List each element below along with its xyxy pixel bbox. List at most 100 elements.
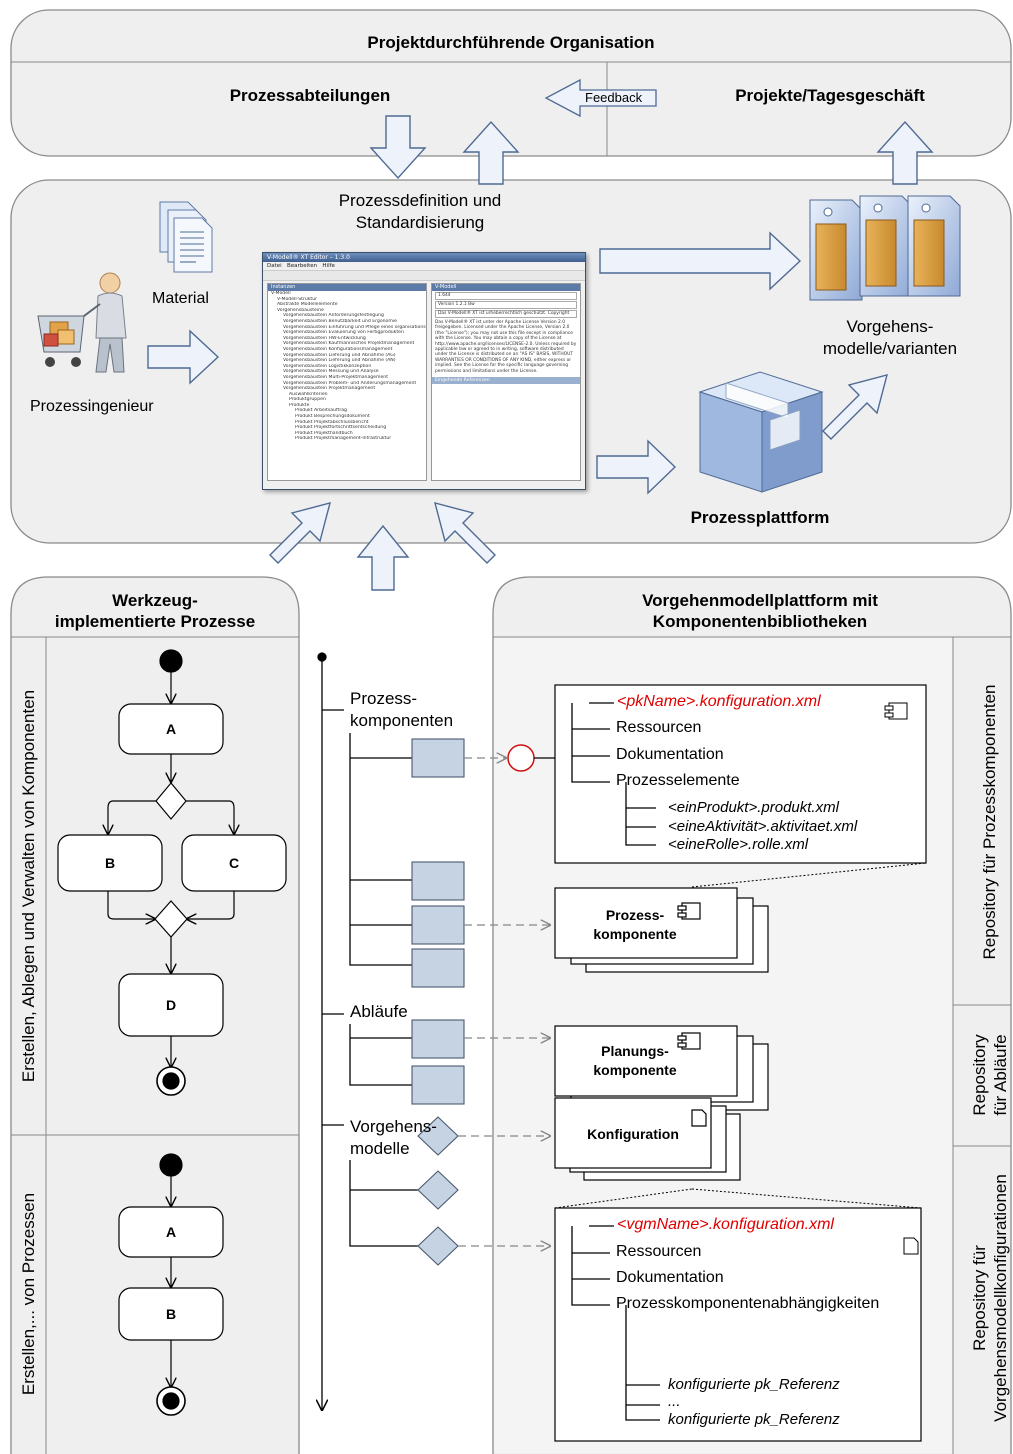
tree-node[interactable]: Produkt Besprechungsdokument [295,414,370,420]
tree-vm-line1: Vorgehens- [350,1117,437,1136]
pk-sub-produkt: <einProdukt>.produkt.xml [668,799,839,816]
stack-pk-line1: Prozess- [605,907,665,923]
tree-node[interactable]: Vorgehensbaustein Einführung und Pflege … [283,324,426,330]
definition-line2: Standardisierung [355,213,485,232]
prozesskomponente-stack [554,887,769,973]
repo-konfiguration-label: Repository für Vorgehensmodellkonfigurat… [969,1174,1011,1422]
tree-node[interactable]: Produkt Projektmanagement-Infrastruktur [295,436,392,442]
tree-label-prozesskomponenten: Prozess- komponenten [350,688,453,732]
document-icon [159,201,213,273]
activity-B-label: B [104,855,116,871]
right-title-line2: Komponentenbibliotheken [652,612,868,631]
property-field-2[interactable]: Version 1.2.1 Bw [435,301,577,309]
flow-arrows [147,115,934,591]
config-diamond-3 [417,1226,459,1266]
tree-node[interactable]: Vorgehensbaustein Anforderungsfestlegung [283,313,384,319]
feedback-arrow [544,78,657,118]
tree-node[interactable]: Abstrakte Modellelemente [277,302,338,308]
pk-sub-rolle: <eineRolle>.rolle.xml [668,836,809,853]
prozesskomponente-label: Prozess- komponente [570,906,700,944]
activity-C-label: C [228,855,240,871]
component-box-1 [411,738,465,778]
vgm-sub-referenz-1: konfigurierte pk_Referenz [668,1376,840,1393]
editor-menubar: Datei Bearbeiten Hilfe [263,262,585,271]
stack-pk-line2: komponente [593,926,677,942]
lane2-label: Erstellen,... von Prozessen [19,1192,38,1396]
tree-node[interactable]: Vorgehensbaustein Multi-Projektmanagemen… [283,374,389,380]
left-panel-title: Werkzeug- implementierte Prozesse [40,590,270,632]
tree-node[interactable]: Vorgehensbaustein Projektmanagement [283,386,376,392]
repo-prozesskomponenten-label: Repository für Prozesskomponenten [980,684,999,960]
tree-node[interactable]: Vorgehensbaustein Kaufmännisches Projekt… [283,341,415,347]
tree-node[interactable]: Vorgehensbaustein Lieferung und Abnahme … [283,358,396,364]
references-header: Eingehende Referenzen [432,377,580,385]
menu-datei[interactable]: Datei [267,263,282,269]
license-text: Das V-Modell® XT ist unter der Apache Li… [435,320,577,374]
org-panel [10,9,1012,157]
arrow-down-prozessabteilung [369,115,427,180]
org-title: Projektdurchführende Organisation [367,33,655,52]
projekte-label: Projekte/Tagesgeschäft [735,86,925,105]
vgm-item-ressourcen: Ressourcen [616,1243,702,1260]
activity-diagram-1 [57,649,287,1096]
pk-file-name: <pkName>.konfiguration.xml [617,693,821,710]
tree-node[interactable]: Vorgehensbaustein Konfigurationsmanageme… [283,346,393,352]
tree-node[interactable]: Vorgehensbaustein HW-Entwicklung [283,335,366,341]
tree-node[interactable]: Vorgehensbaustein Benutzbarkeit und Ergo… [283,318,397,324]
vgm-item-dokumentation: Dokumentation [616,1269,724,1286]
tree-node[interactable]: Vorgehensbausteine [277,307,324,313]
tree-node[interactable]: Produkt Projekthandbuch [295,430,353,436]
right-panel-title: Vorgehenmodellplattform mit Komponentenb… [560,590,960,632]
tree-node[interactable]: Produkt Projektfortschrittsentscheidung [295,425,387,431]
arrow-tools-up [269,502,331,564]
tree-node[interactable]: V-Modell-Struktur [277,296,318,302]
tree-node[interactable]: Auswahlkriterien [289,391,328,397]
tree-vm-line2: modelle [350,1139,410,1158]
activity-B [57,834,163,892]
pk-item-ressourcen: Ressourcen [616,719,702,736]
property-field-1[interactable]: 1.644 [435,292,577,300]
engineer-icon [37,272,127,373]
component-box-2 [411,861,465,901]
tree-node[interactable]: Produkt Projektabschlussbericht [295,419,369,425]
tree-node[interactable]: Produkt Arbeitsauftrag [295,408,347,414]
tree-node[interactable]: Vorgehensbaustein Messung und Analyse [283,369,379,375]
component-tree [318,652,420,1410]
properties-header: V-Modell [432,284,580,291]
pk-item-prozesselemente: Prozesselemente [616,772,740,789]
stack-plan-line2: komponente [593,1062,677,1078]
tree-node[interactable]: Produkte [289,402,310,408]
arrow-center-up [356,524,410,591]
tree-node[interactable]: Produktgruppen [289,397,326,403]
interface-circle [507,744,535,772]
tree-label-ablaeufe: Abläufe [350,1002,408,1021]
config-diamond-2 [417,1170,459,1210]
vgm-detail-box [554,1207,922,1442]
tree-node[interactable]: Vorgehensbaustein Evaluierung von Fertig… [283,330,404,336]
component-box-4 [411,948,465,988]
menu-bearbeiten[interactable]: Bearbeiten [286,263,318,269]
arrow-editor-to-models [599,231,802,291]
decision-node [155,782,187,820]
pk-detail-box [554,684,927,864]
konfiguration-label: Konfiguration [587,1126,679,1142]
konfiguration-stack [554,1097,741,1181]
tree-pk-line2: komponenten [350,711,454,730]
tree-node[interactable]: V-Modell [271,291,291,296]
tree-node[interactable]: Vorgehensbaustein Lieferung und Abnahme … [283,352,396,358]
arrow-platform-to-models [822,374,888,440]
tree-header: Instanzen [268,284,426,291]
vgm-sub-referenz-2: konfigurierte pk_Referenz [668,1411,840,1428]
ablauf-box-1 [411,1019,465,1059]
left-title-line1: Werkzeug- [112,591,198,610]
property-field-copyright[interactable]: Das V-Modell® XT ist urheberrechtlich ge… [435,310,577,318]
activity-diagram-2 [118,1153,224,1416]
engineer-label: Prozessingenieur [30,398,154,415]
tree-node[interactable]: Vorgehensbaustein Logistikkonzeption [283,363,372,369]
prozessabteilungen-label: Prozessabteilungen [229,86,391,105]
repo2-line1: Repository [970,1034,989,1116]
definition-line1: Prozessdefinition und [338,191,502,210]
tree-node[interactable]: Vorgehensbaustein Problem- und Änderungs… [283,380,417,386]
menu-hilfe[interactable]: Hilfe [322,263,335,269]
right-title-line1: Vorgehenmodellplattform mit [642,591,878,610]
